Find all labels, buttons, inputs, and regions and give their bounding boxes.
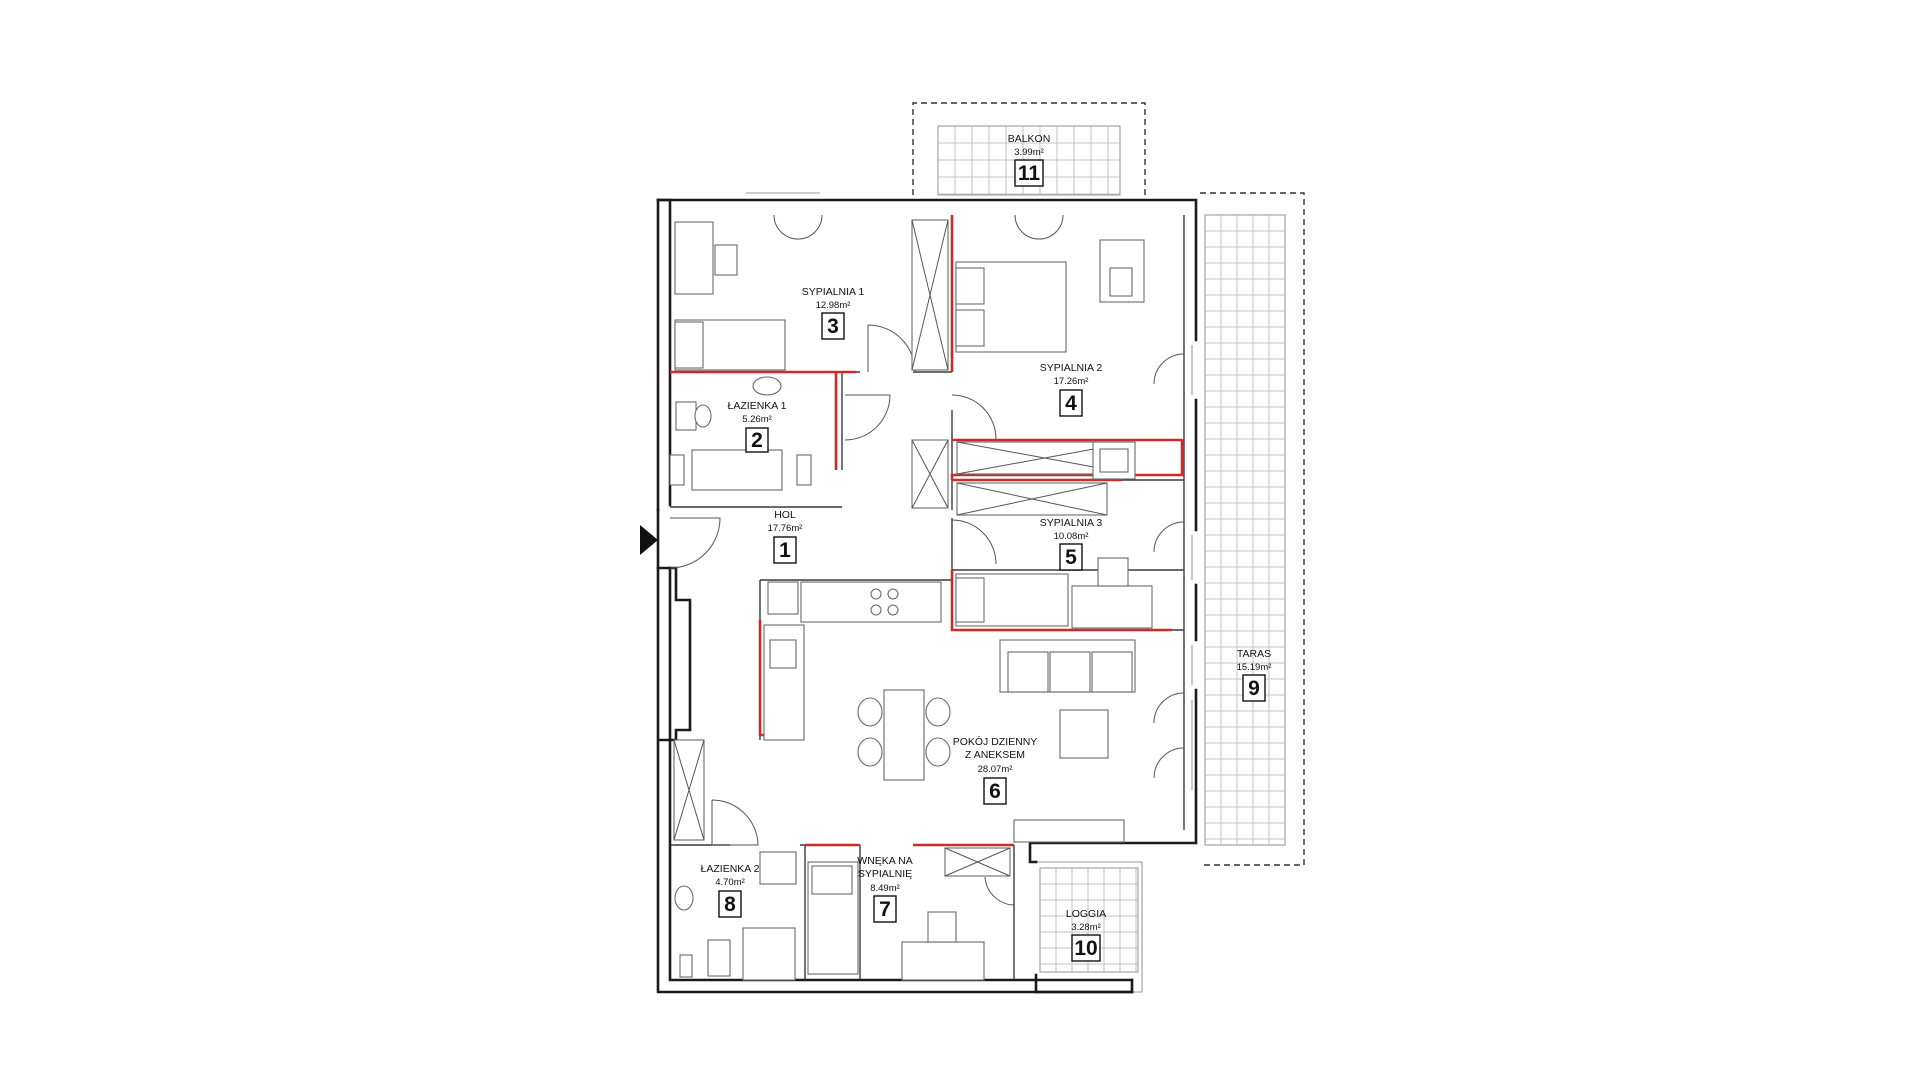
room-number: 3 (827, 315, 839, 338)
room-area: 10.08m² (1054, 531, 1089, 542)
room-name: SYPIALNIA 1 (802, 286, 865, 298)
furniture (669, 221, 1153, 981)
entrance-arrow-icon (640, 525, 658, 555)
room-name-line-2: Z ANEKSEM (965, 749, 1025, 761)
room-number: 11 (1018, 162, 1041, 185)
room-number: 5 (1065, 546, 1077, 569)
room-area: 5.26m² (742, 414, 772, 425)
room-number: 1 (779, 539, 791, 562)
room-name: ŁAZIENKA 2 (701, 863, 760, 875)
room-name: LOGGIA (1066, 908, 1106, 920)
room-label-loggia: LOGGIA 3.28m² 10 (1066, 908, 1106, 962)
room-name: TARAS (1237, 648, 1271, 660)
room-label-wneka: WNĘKA NA SYPIALNIĘ 8.49m² 7 (857, 855, 913, 923)
room-name: BALKON (1008, 133, 1051, 145)
room-number: 6 (989, 780, 1001, 803)
room-name: SYPIALNIA 3 (1040, 517, 1103, 529)
room-name: POKÓJ DZIENNY (953, 735, 1038, 748)
room-number: 8 (724, 893, 736, 916)
room-area: 17.26m² (1054, 376, 1089, 387)
room-number: 4 (1065, 392, 1077, 415)
room-number: 9 (1248, 677, 1260, 700)
room-label-lazienka-2: ŁAZIENKA 2 4.70m² 8 (701, 863, 760, 918)
room-labels: HOL 17.76m² 1 ŁAZIENKA 1 5.26m² 2 SYPIAL… (701, 133, 1272, 962)
room-area: 3.28m² (1071, 922, 1101, 933)
room-area: 3.99m² (1014, 147, 1044, 158)
room-label-taras: TARAS 15.19m² 9 (1237, 648, 1272, 702)
room-label-hol: HOL 17.76m² 1 (768, 509, 803, 564)
doors (669, 214, 1185, 906)
room-number: 2 (751, 429, 763, 452)
room-label-sypialnia-3: SYPIALNIA 3 10.08m² 5 (1040, 517, 1103, 571)
room-label-balkon: BALKON 3.99m² 11 (1008, 133, 1051, 187)
room-number: 7 (879, 898, 891, 921)
room-area: 15.19m² (1237, 662, 1272, 673)
room-label-pokoj-dzienny: POKÓJ DZIENNY Z ANEKSEM 28.07m² 6 (953, 735, 1038, 805)
room-area: 4.70m² (715, 877, 745, 888)
room-area: 8.49m² (870, 883, 900, 894)
room-name: SYPIALNIA 2 (1040, 362, 1103, 374)
windows (746, 192, 1193, 790)
room-name-line-2: SYPIALNIĘ (858, 868, 912, 880)
room-name: HOL (774, 509, 796, 521)
room-label-sypialnia-2: SYPIALNIA 2 17.26m² 4 (1040, 362, 1103, 417)
room-label-sypialnia-1: SYPIALNIA 1 12.98m² 3 (802, 286, 865, 340)
room-area: 17.76m² (768, 523, 803, 534)
room-area: 28.07m² (978, 764, 1013, 775)
room-name: WNĘKA NA (857, 855, 912, 867)
room-area: 12.98m² (816, 300, 851, 311)
room-number: 10 (1074, 937, 1097, 960)
room-label-lazienka-1: ŁAZIENKA 1 5.26m² 2 (728, 400, 787, 453)
taras-area (1200, 192, 1305, 866)
room-name: ŁAZIENKA 1 (728, 400, 787, 412)
